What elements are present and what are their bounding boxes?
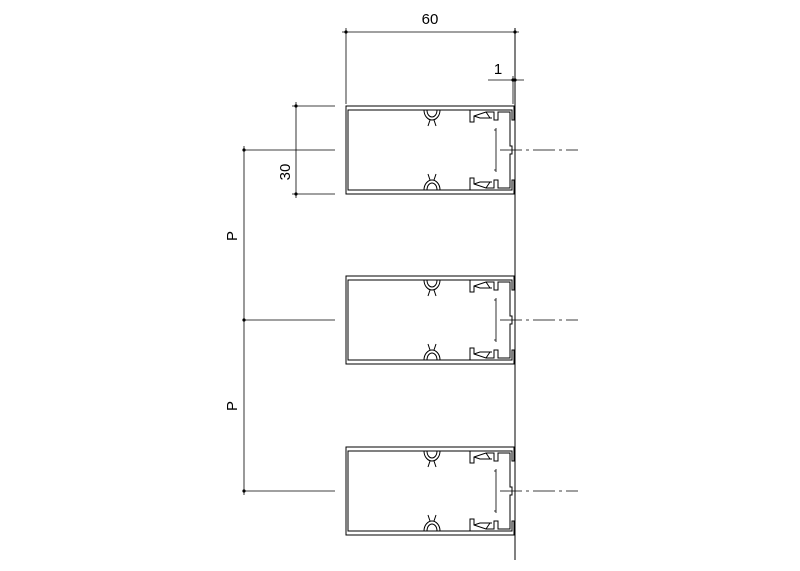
height-label: 30: [277, 164, 294, 181]
profile-middle: [345, 275, 515, 365]
profile-bottom: [345, 446, 515, 536]
pitch-dimension: P P: [224, 146, 335, 495]
profile-top: [345, 105, 515, 195]
gap-dimension: 1: [488, 61, 524, 104]
gap-label: 1: [494, 61, 502, 78]
width-dimension: 60: [342, 11, 519, 104]
width-label: 60: [422, 11, 439, 28]
pitch-label-bottom: P: [224, 401, 241, 411]
pitch-label-top: P: [224, 231, 241, 241]
